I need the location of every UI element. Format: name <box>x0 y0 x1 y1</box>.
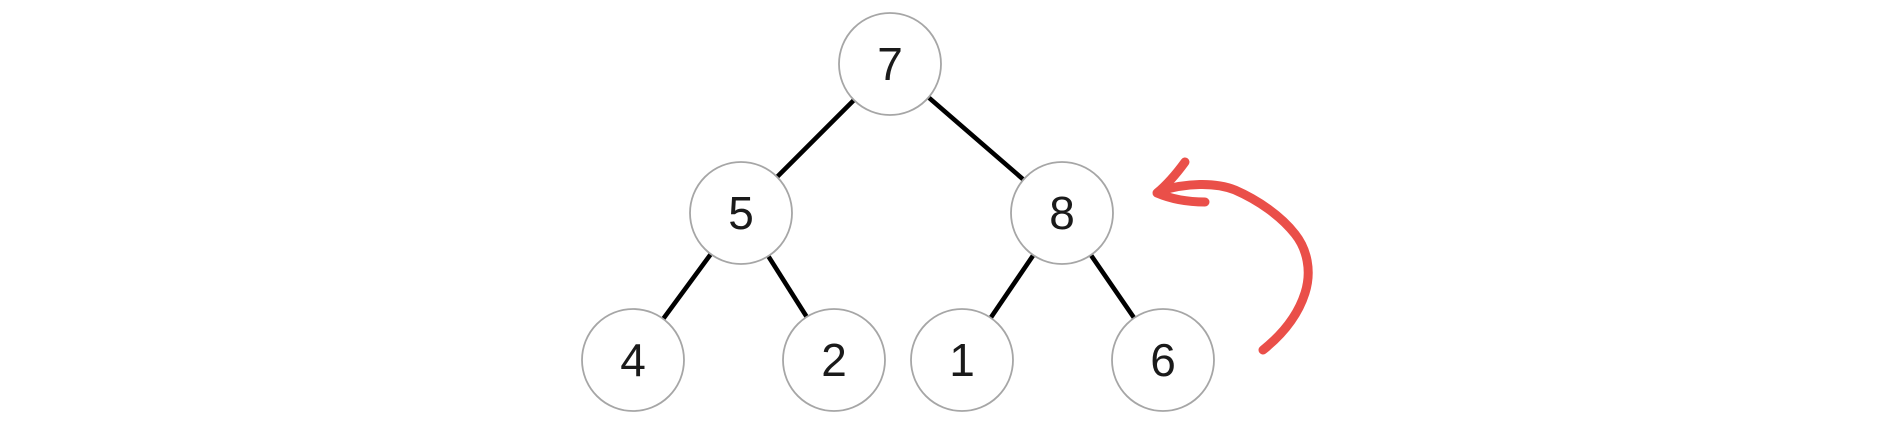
node-label-2: 2 <box>821 334 847 386</box>
node-label-5: 5 <box>728 187 754 239</box>
node-label-8: 8 <box>1049 187 1075 239</box>
arrow-head <box>1152 157 1210 207</box>
node-label-4: 4 <box>620 334 646 386</box>
node-circle-7 <box>838 12 942 116</box>
tree-node-2: 2 <box>782 308 886 412</box>
tree-node-4: 4 <box>581 308 685 412</box>
node-circle-4 <box>581 308 685 412</box>
node-circle-5 <box>689 161 793 265</box>
node-circle-6 <box>1111 308 1215 412</box>
annotation-arrow <box>1152 157 1313 355</box>
node-label-1: 1 <box>949 334 975 386</box>
tree-node-1: 1 <box>910 308 1014 412</box>
node-circle-1 <box>910 308 1014 412</box>
node-circle-2 <box>782 308 886 412</box>
arrow-body <box>1155 179 1313 355</box>
tree-node-5: 5 <box>689 161 793 265</box>
nodes-layer: 7 5 8 4 2 1 6 <box>581 12 1215 412</box>
node-label-6: 6 <box>1150 334 1176 386</box>
tree-node-6: 6 <box>1111 308 1215 412</box>
tree-node-7: 7 <box>838 12 942 116</box>
tree-node-8: 8 <box>1010 161 1114 265</box>
node-label-7: 7 <box>877 38 903 90</box>
node-circle-8 <box>1010 161 1114 265</box>
